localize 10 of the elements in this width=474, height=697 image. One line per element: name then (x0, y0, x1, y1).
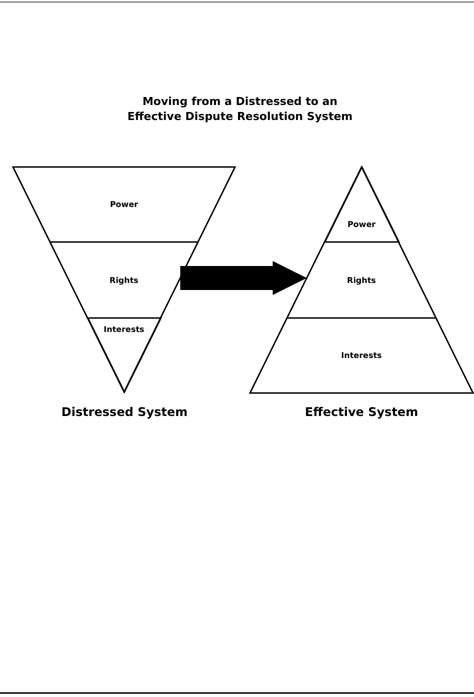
band-label: Rights (110, 276, 138, 284)
band-label: Power (347, 220, 376, 229)
band-label: Interests (104, 325, 144, 334)
diagram-title: Moving from a Distressed to an Effective Dispute Resolution System (126, 94, 354, 124)
system-caption: Effective System (304, 405, 420, 419)
band-label: Power (110, 200, 138, 209)
band-label: Rights (347, 276, 376, 284)
band-label: Interests (341, 351, 382, 360)
system-caption: Distressed System (60, 405, 189, 419)
block-arrow (180, 261, 307, 295)
